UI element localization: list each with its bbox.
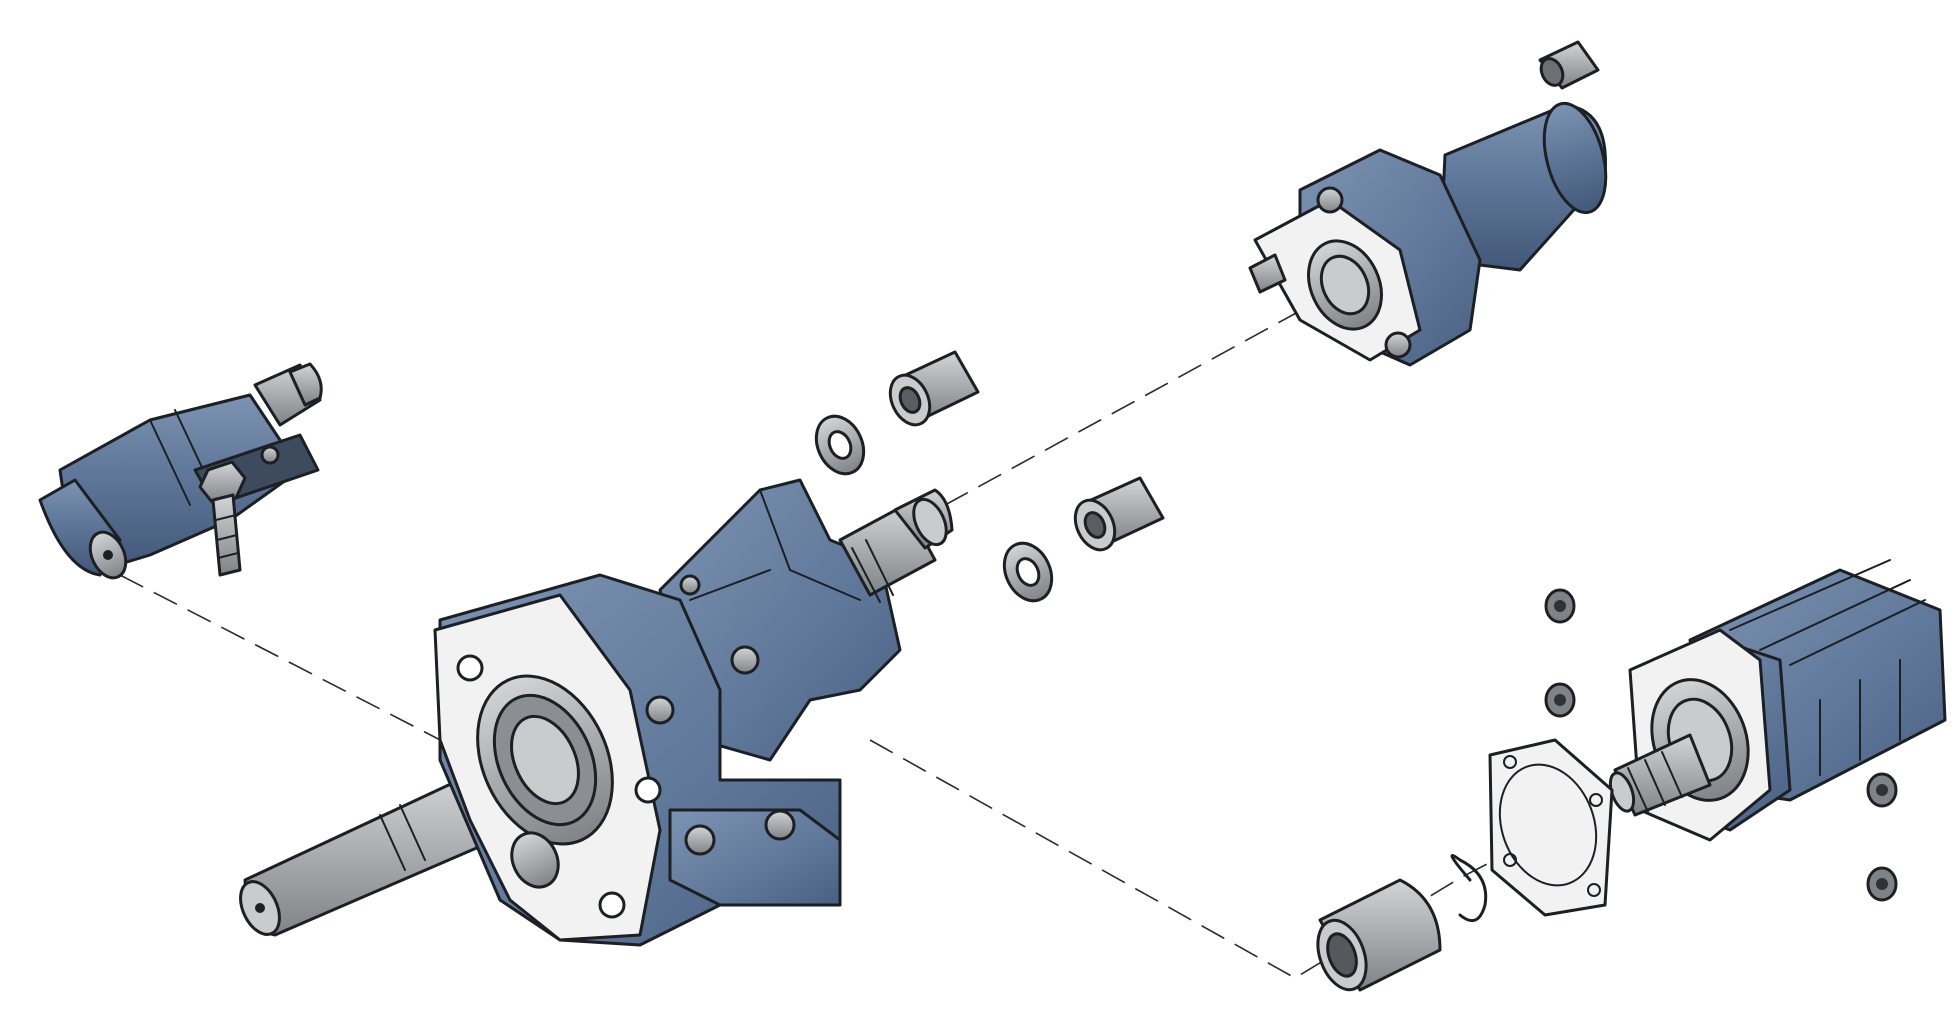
- coupling-sleeve: [1316, 878, 1442, 992]
- snap-ring: [1450, 854, 1488, 923]
- guide-line-flange: [944, 299, 1321, 506]
- shift-cylinder: [38, 362, 323, 580]
- nut-icon: [1544, 682, 1576, 718]
- nut-icon: [1866, 866, 1898, 902]
- top-fitting: [1538, 40, 1600, 90]
- sealing-washers: [814, 414, 1054, 603]
- upper-flange-adapter: [1248, 101, 1608, 367]
- small-nuts: [1544, 588, 1898, 902]
- hydraulic-pump: [1608, 559, 1947, 842]
- hex-couplers: [888, 350, 1165, 552]
- nut-icon: [1544, 588, 1576, 624]
- flange-gasket: [1488, 738, 1614, 917]
- nut-icon: [1866, 772, 1898, 808]
- main-housing: [433, 478, 954, 947]
- guide-line-cylinder: [119, 574, 451, 746]
